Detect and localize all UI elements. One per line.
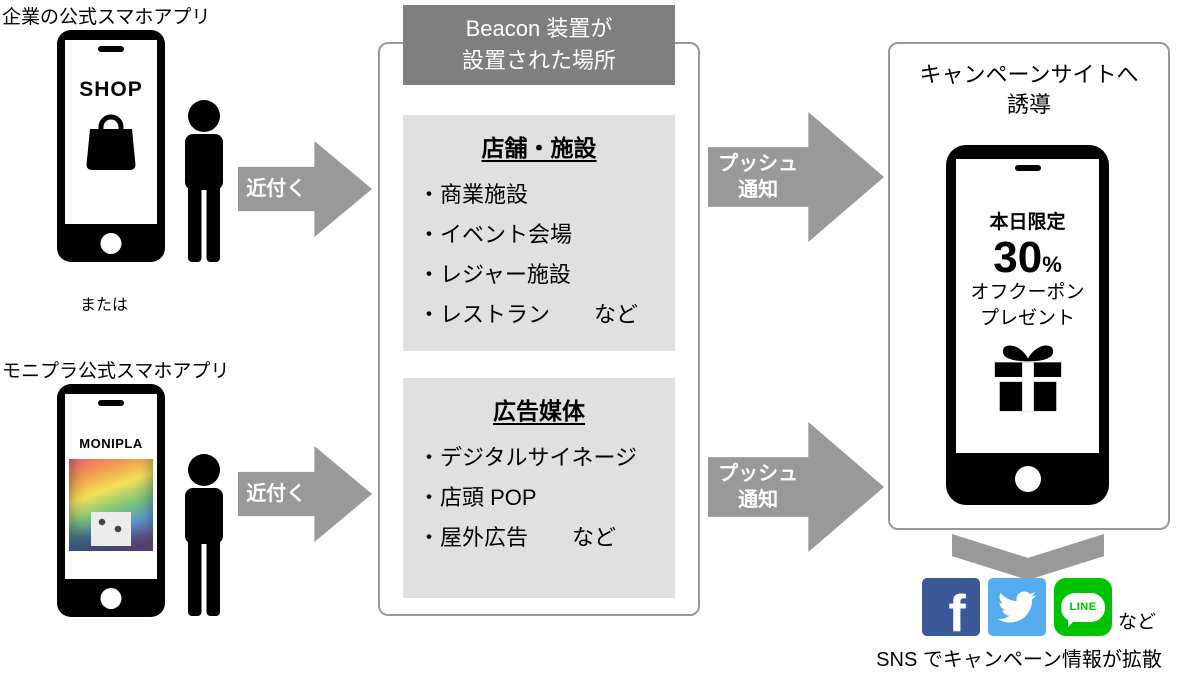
gift-icon bbox=[994, 345, 1061, 412]
line-label: LINE bbox=[1069, 601, 1097, 613]
line-speech-bubble: LINE bbox=[1061, 592, 1105, 627]
list-item: ・商業施設 bbox=[418, 182, 529, 207]
company-app-label: 企業の公式スマホアプリ bbox=[2, 7, 211, 28]
company-app-phone: SHOP bbox=[57, 30, 165, 262]
stores-facilities-list: ・商業施設 ・イベント会場 ・レジャー施設 ・レストラン など bbox=[403, 175, 675, 335]
campaign-phone: 本日限定 30 % オフクーポン プレゼント bbox=[946, 145, 1109, 505]
twitter-bird-icon bbox=[998, 591, 1036, 623]
phone-speaker bbox=[98, 46, 124, 52]
campaign-title-line2: 誘導 bbox=[1006, 91, 1051, 117]
shop-app-name: SHOP bbox=[79, 78, 143, 101]
beacon-locations-header: Beacon 装置が 設置された場所 bbox=[403, 5, 675, 85]
beacon-header-line2: 設置された場所 bbox=[461, 48, 616, 73]
push-label-line1: プッシュ bbox=[718, 153, 799, 175]
phone-screen: 本日限定 30 % オフクーポン プレゼント bbox=[956, 159, 1099, 453]
monipla-app-phone: MONIPLA bbox=[57, 384, 165, 617]
beacon-header-line1: Beacon 装置が bbox=[465, 16, 613, 42]
list-item: ・デジタルサイネージ bbox=[418, 445, 638, 470]
ad-media-panel: 広告媒体 ・デジタルサイネージ ・店頭 POP ・屋外広告 など bbox=[403, 378, 675, 598]
monipla-app-image bbox=[69, 459, 153, 551]
list-item: ・店頭 POP bbox=[418, 485, 537, 511]
or-label: または bbox=[80, 297, 129, 314]
stores-facilities-title: 店舗・施設 bbox=[481, 135, 597, 161]
coupon-text-line: プレゼント bbox=[979, 307, 1075, 329]
list-item: ・レストラン など bbox=[418, 302, 639, 328]
push-label-line2: 通知 bbox=[738, 489, 779, 511]
ad-media-list: ・デジタルサイネージ ・店頭 POP ・屋外広告 など bbox=[403, 438, 675, 558]
approach-arrow-top: 近付く bbox=[238, 141, 372, 237]
coupon-percent-sign: % bbox=[1042, 252, 1062, 277]
campaign-title-line1: キャンペーンサイトへ bbox=[919, 62, 1139, 87]
person-icon bbox=[185, 454, 223, 616]
monipla-app-label: モニプラ公式スマホアプリ bbox=[2, 361, 230, 382]
push-notification-arrow-top: プッシュ 通知 bbox=[708, 112, 884, 242]
push-arrow-label: プッシュ 通知 bbox=[708, 151, 808, 203]
facebook-f: f bbox=[948, 585, 966, 636]
list-item: ・屋外広告 など bbox=[418, 525, 617, 551]
push-label-line1: プッシュ bbox=[718, 463, 799, 485]
monipla-cube-graphic bbox=[91, 512, 131, 546]
list-item: ・レジャー施設 bbox=[418, 262, 571, 288]
facebook-icon: f bbox=[922, 578, 980, 636]
phone-screen: MONIPLA bbox=[65, 394, 157, 579]
phone-home-button bbox=[1014, 466, 1041, 492]
etc-label: など bbox=[1118, 612, 1157, 633]
phone-home-button bbox=[100, 233, 122, 254]
stores-facilities-panel: 店舗・施設 ・商業施設 ・イベント会場 ・レジャー施設 ・レストラン など bbox=[403, 115, 675, 351]
phone-home-button bbox=[100, 588, 122, 609]
coupon-percent: 30 % bbox=[993, 236, 1062, 280]
down-arrow bbox=[952, 534, 1104, 580]
phone-speaker bbox=[1014, 165, 1041, 171]
push-notification-arrow-bottom: プッシュ 通知 bbox=[708, 422, 884, 552]
approach-arrow-label: 近付く bbox=[246, 178, 307, 200]
list-item: ・イベント会場 bbox=[418, 222, 573, 248]
person-icon bbox=[185, 100, 223, 262]
twitter-icon bbox=[988, 578, 1046, 636]
ad-media-title: 広告媒体 bbox=[493, 398, 585, 424]
push-arrow-label: プッシュ 通知 bbox=[708, 461, 808, 513]
line-icon: LINE bbox=[1054, 578, 1112, 636]
sns-caption: SNS でキャンペーン情報が拡散 bbox=[876, 649, 1162, 671]
phone-screen: SHOP bbox=[65, 40, 157, 224]
monipla-app-name: MONIPLA bbox=[79, 436, 143, 451]
approach-arrow-label: 近付く bbox=[246, 483, 307, 505]
approach-arrow-bottom: 近付く bbox=[238, 446, 372, 542]
push-label-line2: 通知 bbox=[738, 179, 779, 201]
shopping-bag-icon bbox=[86, 114, 136, 170]
coupon-text-line: オフクーポン bbox=[970, 282, 1085, 303]
campaign-title: キャンペーンサイトへ 誘導 bbox=[890, 60, 1168, 119]
phone-speaker bbox=[98, 400, 124, 406]
coupon-percent-number: 30 bbox=[993, 233, 1043, 282]
coupon-headline: 本日限定 bbox=[989, 212, 1066, 233]
